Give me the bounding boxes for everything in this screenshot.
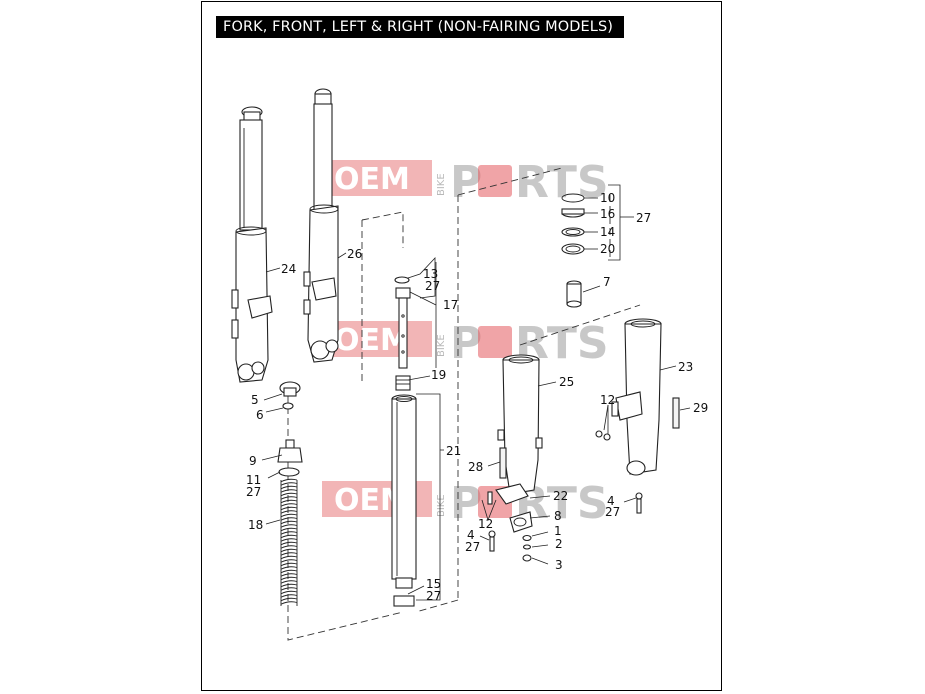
callout-4: 4 [467,528,475,542]
seal-stack [561,193,585,255]
callout-29: 29 [693,401,708,415]
callout-21: 21 [446,444,461,458]
parts-1-2-3 [522,534,532,562]
part-7-bushing [566,280,582,308]
part-29-decal [672,397,680,429]
part-22-axle-cap [487,483,529,505]
callout-8: 8 [554,509,562,523]
svg-text:P: P [450,318,482,369]
part-4-screw-center [488,530,496,552]
callout-28: 28 [468,460,483,474]
part-25-slider [497,354,543,495]
leader-lines [261,184,691,601]
part-28-decal [499,447,507,479]
watermark-top: OEM BIKE P RTS [322,157,609,208]
callout-11: 11 [246,473,261,487]
callout-27: 27 [425,279,440,293]
svg-text:P: P [450,478,482,529]
callout-7: 7 [603,275,611,289]
fork-assembly-24 [231,106,273,383]
callout-14: 14 [600,225,615,239]
callout-3: 3 [555,558,563,572]
callout-25: 25 [559,375,574,389]
callout-24: 24 [281,262,296,276]
callout-27: 27 [605,505,620,519]
part-9-spacer [277,439,303,463]
svg-text:RTS: RTS [515,157,609,208]
callout-27: 27 [246,485,261,499]
callout-20: 20 [600,242,615,256]
callout-10: 10 [600,191,615,205]
fork-assembly-26 [303,88,339,363]
svg-text:OEM: OEM [334,323,410,358]
part-13-oring [394,276,410,284]
part-4-screw-right [635,492,643,514]
callout-27: 27 [465,540,480,554]
part-17-damper-tube [395,287,411,369]
svg-text:BIKE: BIKE [436,334,447,357]
callout-16: 16 [600,207,615,221]
callout-6: 6 [256,408,264,422]
callout-5: 5 [251,393,259,407]
callout-labels: 24 26 13 27 17 19 21 15 27 5 6 9 11 27 1… [246,191,708,603]
callout-12: 12 [478,517,493,531]
part-15-bushing [393,577,415,607]
callout-19: 19 [431,368,446,382]
callout-22: 22 [553,489,568,503]
part-19-rebound-spring [395,375,411,391]
callout-12: 12 [600,393,615,407]
part-6-oring [282,402,294,410]
callout-13: 13 [423,267,438,281]
part-21-fork-tube [391,394,417,580]
callout-15: 15 [426,577,441,591]
svg-text:BIKE: BIKE [436,173,447,196]
svg-text:OEM: OEM [334,162,410,197]
watermark-bottom: OEM BIKE P RTS [322,478,609,529]
part-23-slider [611,318,662,476]
watermark-middle: OEM BIKE P RTS [322,318,609,369]
svg-text:P: P [450,157,482,208]
part-12-pins-right [595,430,611,441]
diagram-title: FORK, FRONT, LEFT & RIGHT (NON-FAIRING M… [216,16,624,38]
part-5-cap [279,381,301,397]
callout-2: 2 [555,537,563,551]
part-8-clamp [509,511,533,533]
callout-27: 27 [636,211,651,225]
callout-1: 1 [554,524,562,538]
svg-text:BIKE: BIKE [436,494,447,517]
callout-9: 9 [249,454,257,468]
callout-4: 4 [607,494,615,508]
assembly-dashed-lines [287,167,641,641]
callout-26: 26 [347,247,362,261]
callout-17: 17 [443,298,458,312]
part-18-spring [280,478,298,606]
callout-18: 18 [248,518,263,532]
callout-23: 23 [678,360,693,374]
part-11-washer [278,467,300,477]
callout-27: 27 [426,589,441,603]
